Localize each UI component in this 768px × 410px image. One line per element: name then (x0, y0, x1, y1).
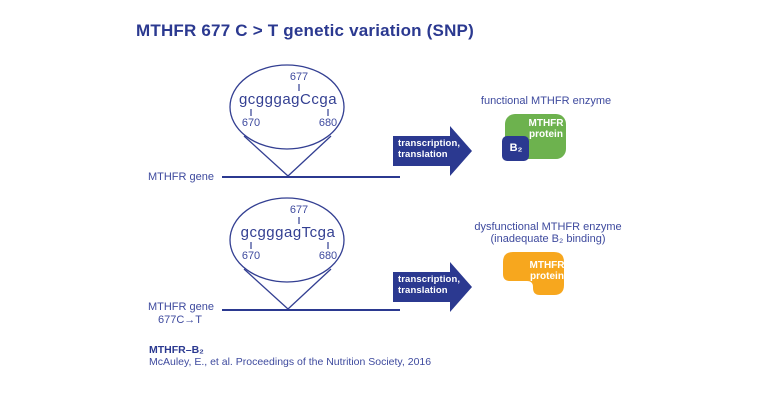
dysfunctional-protein-label: MTHFR protein (530, 260, 565, 282)
bottom-position-677-label: 677 (289, 204, 309, 216)
bottom-dna-sequence: gcgggagTcga (240, 224, 336, 241)
top-magnifier-balloon (229, 64, 345, 150)
top-position-680-label: 680 (318, 117, 338, 129)
dysfunctional-protein-label-line1: MTHFR (529, 260, 565, 271)
bottom-transcription-arrow (393, 262, 472, 312)
bottom-funnel-left-line (243, 268, 289, 310)
bottom-magnifier-balloon (229, 197, 345, 283)
bottom-funnel-right-line (287, 268, 332, 310)
footer-heading: MTHFR–B₂ (149, 344, 204, 356)
functional-enzyme-label: functional MTHFR enzyme (480, 95, 612, 107)
dysfunctional-protein-shape (503, 252, 564, 295)
top-dna-sequence: gcgggagCcga (238, 91, 338, 108)
top-funnel-right-line (287, 135, 332, 177)
bottom-position-680-label: 680 (318, 250, 338, 262)
top-position-670-label: 670 (241, 117, 261, 129)
top-gene-label: MTHFR gene (147, 171, 215, 183)
dysfunctional-enzyme-sublabel: (inadequate B₂ binding) (490, 233, 606, 245)
top-funnel-left-line (243, 135, 289, 177)
bottom-arrow-label-line1: transcription, (398, 274, 461, 285)
bottom-gene-sublabel: 677C→T (157, 314, 203, 326)
bottom-gene-label: MTHFR gene (147, 301, 215, 313)
dysfunctional-enzyme-label: dysfunctional MTHFR enzyme (474, 221, 622, 233)
functional-protein-label-line1: MTHFR (528, 118, 564, 129)
bottom-position-670-label: 670 (241, 250, 261, 262)
page-title: MTHFR 677 C > T genetic variation (SNP) (136, 21, 474, 40)
top-arrow-label: transcription, translation (398, 138, 460, 160)
bottom-arrow-label-line2: translation (398, 285, 448, 296)
top-transcription-arrow (393, 126, 472, 176)
dysfunctional-protein-label-line2: protein (530, 271, 564, 282)
functional-protein-label: MTHFR protein (529, 118, 564, 140)
footer-citation: McAuley, E., et al. Proceedings of the N… (149, 356, 432, 368)
bottom-arrow-label: transcription, translation (398, 274, 460, 296)
b2-label: B₂ (509, 142, 523, 154)
top-position-677-label: 677 (289, 71, 309, 83)
functional-protein-label-line2: protein (529, 129, 563, 140)
top-arrow-label-line1: transcription, (398, 138, 461, 149)
b2-cofactor-shape (502, 136, 529, 161)
top-arrow-label-line2: translation (398, 149, 448, 160)
